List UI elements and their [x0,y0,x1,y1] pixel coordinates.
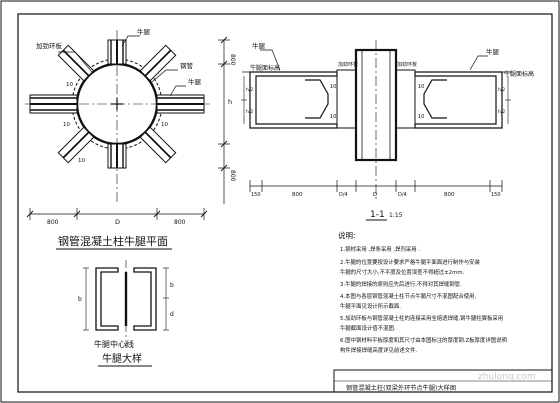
section-weld-a: 10 [330,84,336,90]
section-dim-3: D [373,192,377,198]
plan-dim-bottom [26,208,208,220]
leader-stiffener [58,51,93,73]
section-weld-b: 10 [330,114,336,120]
notes-line-4: 4.本图与各层钢管混凝土柱节点牛腿尺寸不混图配合使用, [340,292,477,300]
plan-weld-4: 10 [78,158,85,164]
notes-line-9: 构件焊接焊缝高度详见前述文件. [340,346,417,354]
detail-dim-d: d [170,311,174,318]
notes-line-5: 牛腿平面见设计所示截面. [340,302,401,310]
section-title: 1-1 [370,210,385,220]
corbel-diagonal-ne [139,44,177,82]
section-h-half-1: h/2 [246,87,253,93]
section-dim-bottom [249,180,503,192]
plan-dim-r2: 800 [229,170,236,182]
plan-weld-2: 10 [63,122,70,128]
notes-line-2: 牛腿的尺寸大小,不平度及位置误差不得超过±2mm. [340,268,465,276]
section-dim-left [241,76,247,124]
section-dim-5: 800 [444,192,455,198]
section-dim-0: 150 [251,192,261,198]
plan-dim-b0: 800 [47,219,59,226]
plan-weld-3: 10 [161,122,168,128]
section-weld-d: 10 [418,114,424,120]
section-column [354,48,398,162]
notes-line-7: 牛腿截面设计值不混图. [340,324,396,332]
section-label-corbel-right: 牛腿 [486,47,500,56]
title-block: 钢管混凝土柱(双梁外环节点牛腿)大样图 zhulong.com [333,369,553,393]
corbel-diagonal-nw [57,44,95,82]
plan-dim-right [218,36,230,204]
section-h-half-2: h/2 [246,109,253,115]
plan-dim-b2: 800 [174,219,186,226]
plan-dim-r0: 800 [229,54,236,66]
detail-channel-left [95,267,119,331]
watermark: zhulong.com [478,372,536,382]
section-label-stiff-left: 加劲环板 [338,61,358,68]
leader-corbel-left [260,49,281,71]
plan-label-corbel-right: 牛腿 [188,77,202,86]
section-label-top-right: 牛腿面标高 [504,70,534,78]
section-weld-c: 10 [418,84,424,90]
leader-corbel-top [121,35,140,47]
plan-label-corbel-top: 牛腿 [137,27,151,36]
detail-channel-right [133,267,157,331]
section-corbel-left-notch [305,79,329,119]
section-h-half-4: h/2 [498,109,505,115]
inner-border [17,13,553,393]
corbel-diagonal-sw [57,126,95,164]
plan-dim-b1: D [115,218,120,226]
section-label-top-left: 牛腿面标高 [250,64,280,72]
leader-corbel-right [469,55,488,71]
plan-title: 钢管混凝土柱牛腿平面 [58,234,168,248]
section-label-stiff-right: 加劲环板 [397,61,417,68]
section-scale: 1:15 [389,212,403,219]
notes-block: 说明: 1.钢材采用 ,焊条采用 ,焊剂采用 . 2.牛腿的位置要按设计要求严格… [338,230,507,354]
section-dim-1: 800 [292,192,303,198]
section-label-corbel-left: 牛腿 [252,41,266,50]
notes-line-3: 3.牛腿的焊接的原则应先后进行,不得对其焊缝钢管. [340,280,462,288]
section-h-half-3: h/2 [498,87,505,93]
section-corbel-right [414,71,503,129]
plan-dim-r1: h [228,98,232,106]
detail-caption-2: 牛腿大样 [102,352,142,365]
notes-heading: 说明: [338,230,356,240]
detail-dim-b: b [170,282,174,289]
section-dim-right [505,76,511,124]
notes-line-1: 2.牛腿的位置要按设计要求严格牛腿平面面进行制作与安装 [340,258,481,266]
section-dim-2: D/4 [339,192,348,198]
corbel-diagonal-se [139,126,177,164]
section-dim-6: 150 [491,192,501,198]
plan-label-steel-tube: 钢管 [180,61,194,70]
corbel-detail: b d b 牛腿中心线 牛腿大样 [78,260,174,367]
leader-steel-tube [151,69,178,83]
section-corbel-right-notch [423,79,447,119]
section-dim-4: D/4 [398,192,407,198]
notes-line-0: 1.钢材采用 ,焊条采用 ,焊剂采用 . [340,245,420,253]
stiffener-right [395,69,416,129]
plan-label-stiffener: 加劲环板 [36,41,63,50]
detail-dim-left-b: b [78,296,82,303]
plan-view: 加劲环板 牛腿 钢管 牛腿 10 10 10 10 800 D 800 [25,27,236,250]
detail-caption-1: 牛腿中心线 [94,339,134,349]
title-block-text: 钢管混凝土柱(双梁外环节点牛腿)大样图 [346,384,456,392]
notes-line-8: 6.图中钢材料平板厚度和其尺寸由本图标注的厚度钢.Z板厚度详图说明 [340,336,507,344]
plan-weld-1: 10 [66,82,73,88]
leader-corbel-right [169,85,186,97]
section-corbel-left [249,71,338,129]
stiffener-left [336,69,357,129]
notes-line-6: 5.加劲环板与钢管混凝土柱的连接采用全熔透焊缝,钢牛腿柱翼板采用 [340,314,503,322]
section-view: 牛腿 牛腿 牛腿面标高 牛腿面标高 加劲环板 加劲环板 10 10 10 10 … [241,40,534,221]
